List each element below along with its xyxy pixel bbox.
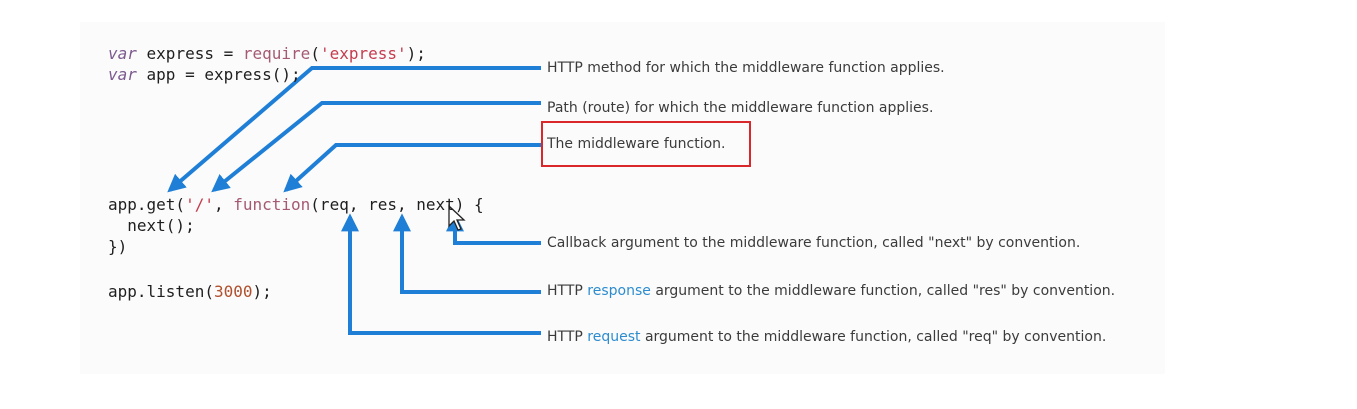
- code-line-5: }): [108, 237, 128, 256]
- middleware-highlight-box: [541, 121, 751, 167]
- code-line-4: next();: [108, 216, 195, 235]
- code-line-2: var app = express();: [108, 65, 301, 84]
- arrow-next: [446, 213, 541, 245]
- code-line-6: app.listen(3000);: [108, 282, 272, 301]
- annotation-http-method: HTTP method for which the middleware fun…: [547, 60, 945, 76]
- annotation-req: HTTP request argument to the middleware …: [547, 329, 1107, 345]
- code-line-1: var express = require('express');: [108, 44, 426, 63]
- diagram-panel: [80, 22, 1165, 374]
- arrow-method: [167, 66, 541, 193]
- code-line-3: app.get('/', function(req, res, next) {: [108, 195, 484, 214]
- response-link[interactable]: response: [587, 283, 651, 299]
- annotation-next: Callback argument to the middleware func…: [547, 235, 1081, 251]
- arrow-res: [393, 213, 541, 294]
- annotation-path: Path (route) for which the middleware fu…: [547, 100, 934, 116]
- mouse-cursor-icon: [448, 204, 466, 231]
- annotation-middleware: The middleware function.: [547, 136, 726, 152]
- arrow-req: [341, 213, 541, 335]
- arrow-middleware: [283, 143, 541, 193]
- request-link[interactable]: request: [587, 329, 641, 345]
- arrow-path: [211, 101, 541, 193]
- annotation-res: HTTP response argument to the middleware…: [547, 283, 1116, 299]
